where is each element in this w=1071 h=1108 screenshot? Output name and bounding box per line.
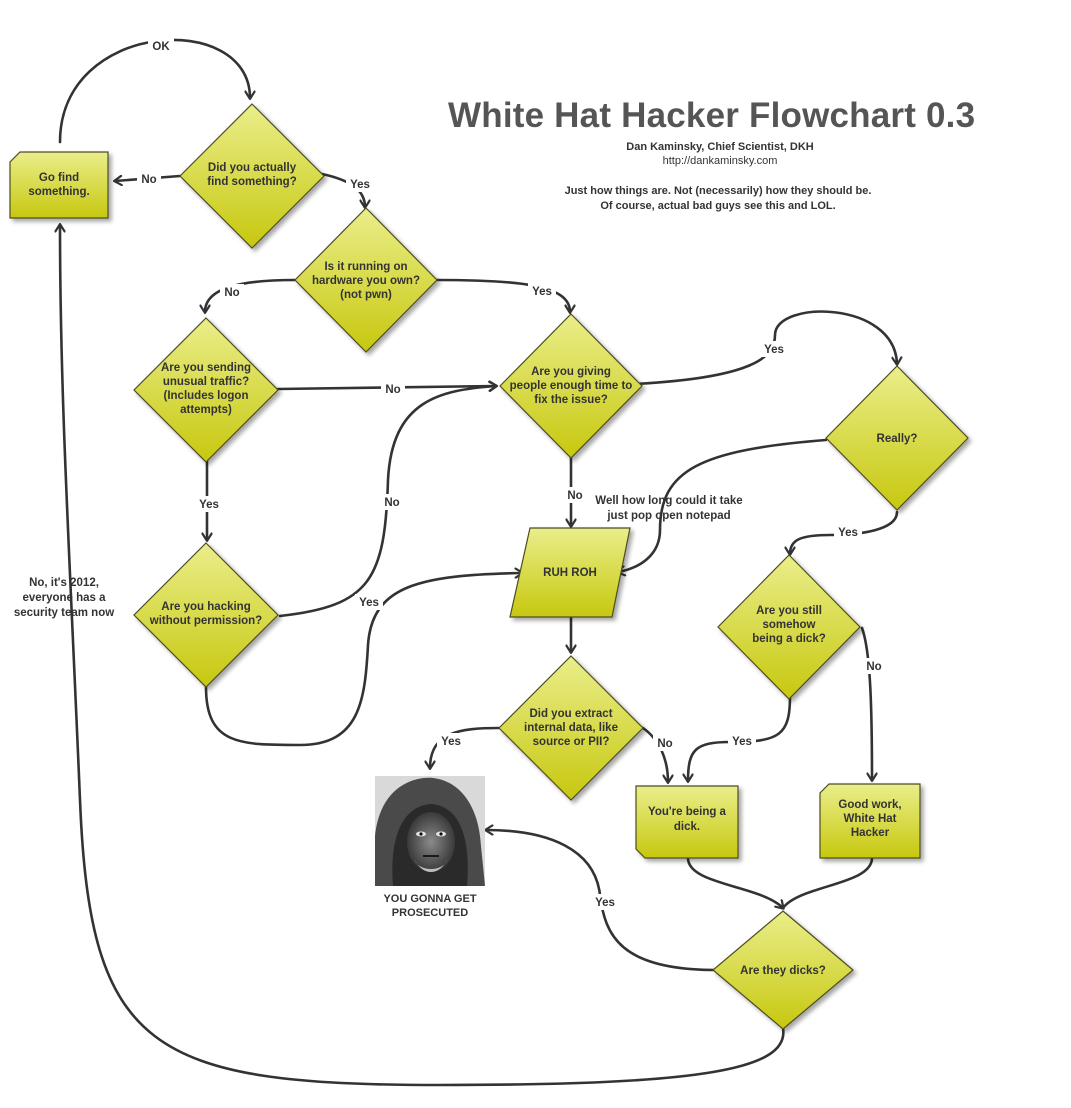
label-they-yes: Yes [595,897,615,909]
extract-line-2: internal data, like [524,722,618,734]
node-ruh-roh [509,527,631,618]
label-found-no: No [141,174,156,186]
disclaimer-line-1: Just how things are. Not (necessarily) h… [564,185,872,197]
author-url: http://dankaminsky.com [662,155,778,167]
extract-line-3: source or PII? [533,736,610,748]
edge-hacking-yes [204,573,522,747]
edge-good-merge [781,856,874,910]
node-found [179,103,325,249]
edge-extract-no [641,726,668,782]
label-extract-yes: Yes [441,736,461,748]
found-line-2: find something? [207,176,296,188]
label-hacking-yes: Yes [359,597,379,609]
label-still-no: No [866,661,881,673]
traffic-line-3: (Includes logon [164,390,249,402]
edge-really-notepad [618,438,828,572]
node-they-dicks [712,910,854,1030]
good-work-line-3: Hacker [851,827,890,839]
label-hacking-no: No [384,497,399,509]
being-dick-line-2: dick. [674,821,700,833]
good-work-line-1: Good work, [838,799,901,811]
label-hw-no: No [224,287,239,299]
hooded-man-image [375,776,485,886]
really-text: Really? [877,433,918,445]
edge-still-no [860,626,872,780]
hardware-line-3: (not pwn) [340,289,392,301]
node-go-find [9,151,109,219]
hardware-line-2: hardware you own? [312,275,420,287]
hacking-line-1: Are you hacking [161,601,250,613]
being-dick-line-1: You're being a [648,806,727,818]
ruh-roh-text: RUH ROH [543,567,597,579]
hardware-line-1: Is it running on [324,261,407,273]
extract-line-1: Did you extract [529,708,612,720]
edge-really-yes [790,510,899,554]
node-time [499,313,643,459]
good-work-line-2: White Hat [843,813,896,825]
outcome-caption-line-2: PROSECUTED [391,907,469,919]
found-line-1: Did you actually [208,162,297,174]
node-still [717,554,861,700]
edge-dick-merge [686,856,783,908]
label-traffic-no: No [385,384,400,396]
notepad-note-line-2: just pop open notepad [606,510,730,522]
node-extract [498,655,644,801]
disclaimer-line-2: Of course, actual bad guys see this and … [600,200,836,212]
label-still-yes: Yes [732,736,752,748]
outcome-caption-line-1: YOU GONNA GET [383,893,477,905]
they-dicks-text: Are they dicks? [740,965,826,977]
hooded-man-photo [375,776,485,886]
label-found-yes: Yes [350,179,370,191]
node-hacking [133,542,279,688]
go-find-line-2: something. [28,186,89,198]
label-ok: OK [152,41,170,53]
node-hardware [294,207,438,353]
time-line-2: people enough time to [510,380,633,392]
year-note-line-1: No, it's 2012, [29,577,99,589]
edge-hacking-no [278,386,496,618]
label-traffic-yes: Yes [199,499,219,511]
edge-time-yes [610,310,897,387]
edge-ok [58,38,250,144]
still-line-3: being a dick? [752,633,826,645]
node-traffic [133,317,279,463]
label-really-yes: Yes [838,527,858,539]
edge-hw-no [205,278,297,312]
author-line: Dan Kaminsky, Chief Scientist, DKH [626,141,814,153]
year-note-line-2: everyone has a [22,592,106,604]
hacking-line-2: without permission? [149,615,262,627]
traffic-line-2: unusual traffic? [163,376,249,388]
still-line-2: somehow [762,619,815,631]
label-time-yes: Yes [764,344,784,356]
edge-they-loop [60,225,785,1087]
traffic-line-4: attempts) [180,404,232,416]
year-note-line-3: security team now [14,607,114,619]
node-good-work [819,783,921,859]
notepad-note-line-1: Well how long could it take [595,495,742,507]
traffic-line-1: Are you sending [161,362,251,374]
label-extract-no: No [657,738,672,750]
label-hw-yes: Yes [532,286,552,298]
label-time-no: No [567,490,582,502]
time-line-3: fix the issue? [534,394,608,406]
node-being-dick [635,785,739,859]
chart-title: White Hat Hacker Flowchart 0.3 [448,96,976,135]
still-line-1: Are you still [756,605,822,617]
time-line-1: Are you giving [531,366,611,378]
go-find-line-1: Go find [39,172,79,184]
node-really [825,365,969,511]
